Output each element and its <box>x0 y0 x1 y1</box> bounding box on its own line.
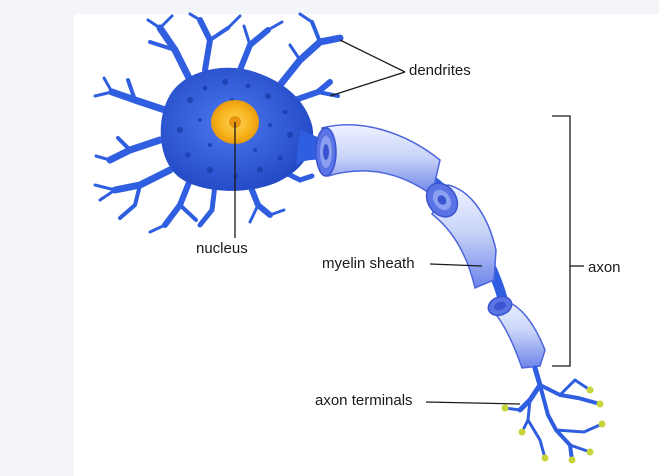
terminals-leader-line <box>426 402 520 404</box>
myelin-segment <box>316 125 440 195</box>
myelin-segment <box>420 177 496 288</box>
dendrites-leader-line-1 <box>340 40 405 72</box>
dendrites-label: dendrites <box>409 62 471 80</box>
axon-terminals-label: axon terminals <box>315 392 413 410</box>
axon-label: axon <box>588 259 621 277</box>
axon-terminals <box>505 368 602 460</box>
myelin-sheath-label: myelin sheath <box>322 255 415 273</box>
nucleus-label: nucleus <box>196 240 248 258</box>
myelin-segment <box>486 293 545 368</box>
axon-bracket <box>552 116 570 366</box>
dendrites-leader-line-2 <box>330 72 405 96</box>
